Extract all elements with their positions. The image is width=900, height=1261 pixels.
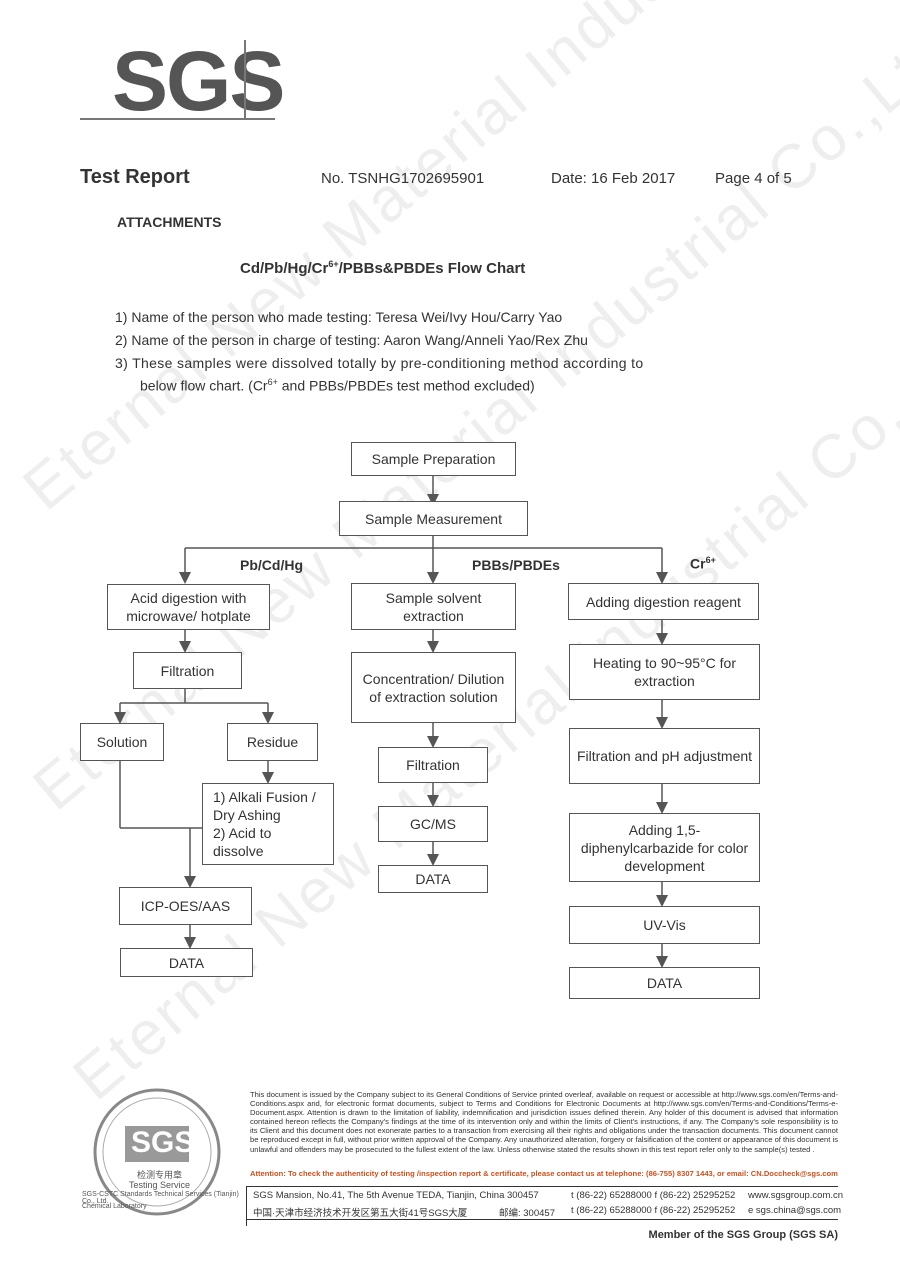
branch-label-left: Pb/Cd/Hg (240, 557, 303, 573)
address-chinese: 中国·天津市经济技术开发区第五大街41号SGS大厦 (253, 1208, 468, 1219)
sgs-logo: SGS (80, 39, 285, 123)
seal-icon (93, 1088, 221, 1216)
box-heating: Heating to 90~95°C for extraction (569, 644, 760, 700)
box-filtration-mid: Filtration (378, 747, 488, 783)
alkali-step-1: 1) Alkali Fusion / Dry Ashing (213, 789, 316, 823)
footer-vertical-rule (246, 1186, 247, 1226)
box-diphenylcarbazide: Adding 1,5-diphenylcarbazide for color d… (569, 813, 760, 882)
box-adding-reagent: Adding digestion reagent (568, 583, 759, 620)
box-data-left: DATA (120, 948, 253, 977)
branch-right-pre: Cr (690, 555, 706, 572)
report-number: No. TSNHG1702695901 (321, 170, 485, 187)
report-title: Test Report (80, 166, 190, 188)
branch-label-mid: PBBs/PBDEs (472, 557, 560, 573)
logo-underline (80, 118, 275, 120)
footer-bottom-rule (246, 1219, 838, 1220)
box-sample-preparation: Sample Preparation (351, 442, 516, 476)
attachments-heading: ATTACHMENTS (117, 214, 222, 230)
branch-right-sup: 6+ (705, 555, 716, 565)
website: www.sgsgroup.com.cn (748, 1190, 844, 1201)
footer-rule (246, 1186, 838, 1187)
flow-chart-title: Cd/Pb/Hg/Cr6+/PBBs&PBDEs Flow Chart (240, 259, 525, 277)
address-english: SGS Mansion, No.41, The 5th Avenue TEDA,… (253, 1190, 539, 1201)
footer-disclaimer: This document is issued by the Company s… (250, 1090, 838, 1154)
box-alkali-fusion: 1) Alkali Fusion / Dry Ashing 2) Acid to… (202, 783, 334, 865)
box-solution: Solution (80, 723, 164, 761)
box-filtration-left: Filtration (133, 652, 242, 689)
logo-vertical-line (244, 40, 246, 120)
chart-title-pre: Cd/Pb/Hg/Cr (240, 260, 329, 277)
box-gcms: GC/MS (378, 806, 488, 842)
item-three-pre: below flow chart. (Cr (140, 377, 268, 394)
item-three: 3) These samples were dissolved totally … (115, 355, 644, 371)
box-concentration: Concentration/ Dilution of extraction so… (351, 652, 516, 723)
box-data-mid: DATA (378, 865, 488, 893)
box-filtration-ph: Filtration and pH adjustment (569, 728, 760, 784)
postcode-chinese: 邮编: 300457 (499, 1208, 555, 1219)
page-number: Page 4 of 5 (715, 170, 792, 187)
seal-line-1: 检测专用章 (137, 1170, 183, 1180)
email: e sgs.china@sgs.com (748, 1205, 842, 1216)
seal-center-text: SGS (131, 1126, 195, 1159)
box-residue: Residue (227, 723, 318, 761)
chart-title-post: /PBBs&PBDEs Flow Chart (338, 260, 526, 277)
phone-chinese: t (86-22) 65288000 f (86-22) 25295252 (571, 1205, 736, 1216)
box-acid-digestion: Acid digestion with microwave/ hotplate (107, 584, 270, 630)
testing-seal: SGS 检测专用章 Testing Service (85, 1082, 235, 1232)
member-note: Member of the SGS Group (SGS SA) (648, 1229, 838, 1241)
alkali-step-2: 2) Acid to dissolve (213, 825, 272, 859)
branch-label-right: Cr6+ (690, 555, 716, 572)
footer-attention: Attention: To check the authenticity of … (250, 1169, 838, 1178)
sgs-logo-text: SGS (112, 34, 285, 128)
box-sample-measurement: Sample Measurement (339, 501, 528, 536)
seal-line-2: Testing Service (129, 1180, 191, 1190)
box-icp: ICP-OES/AAS (119, 887, 252, 925)
seal-caption-2: Chemical Laboratory (82, 1203, 147, 1210)
box-solvent-extraction: Sample solvent extraction (351, 583, 516, 630)
item-three-post: and PBBs/PBDEs test method excluded) (277, 377, 535, 394)
item-three-sup: 6+ (267, 377, 278, 387)
item-one: 1) Name of the person who made testing: … (115, 309, 563, 325)
item-three-cont: below flow chart. (Cr6+ and PBBs/PBDEs t… (140, 377, 535, 394)
box-uvvis: UV-Vis (569, 906, 760, 944)
phone-english: t (86-22) 65288000 f (86-22) 25295252 (571, 1190, 736, 1201)
box-data-right: DATA (569, 967, 760, 999)
item-two: 2) Name of the person in charge of testi… (115, 332, 588, 348)
chart-title-sup: 6+ (328, 259, 339, 269)
report-date: Date: 16 Feb 2017 (551, 170, 676, 187)
seal-caption-1: SGS-CSTC Standards Technical Services (T… (82, 1191, 239, 1205)
